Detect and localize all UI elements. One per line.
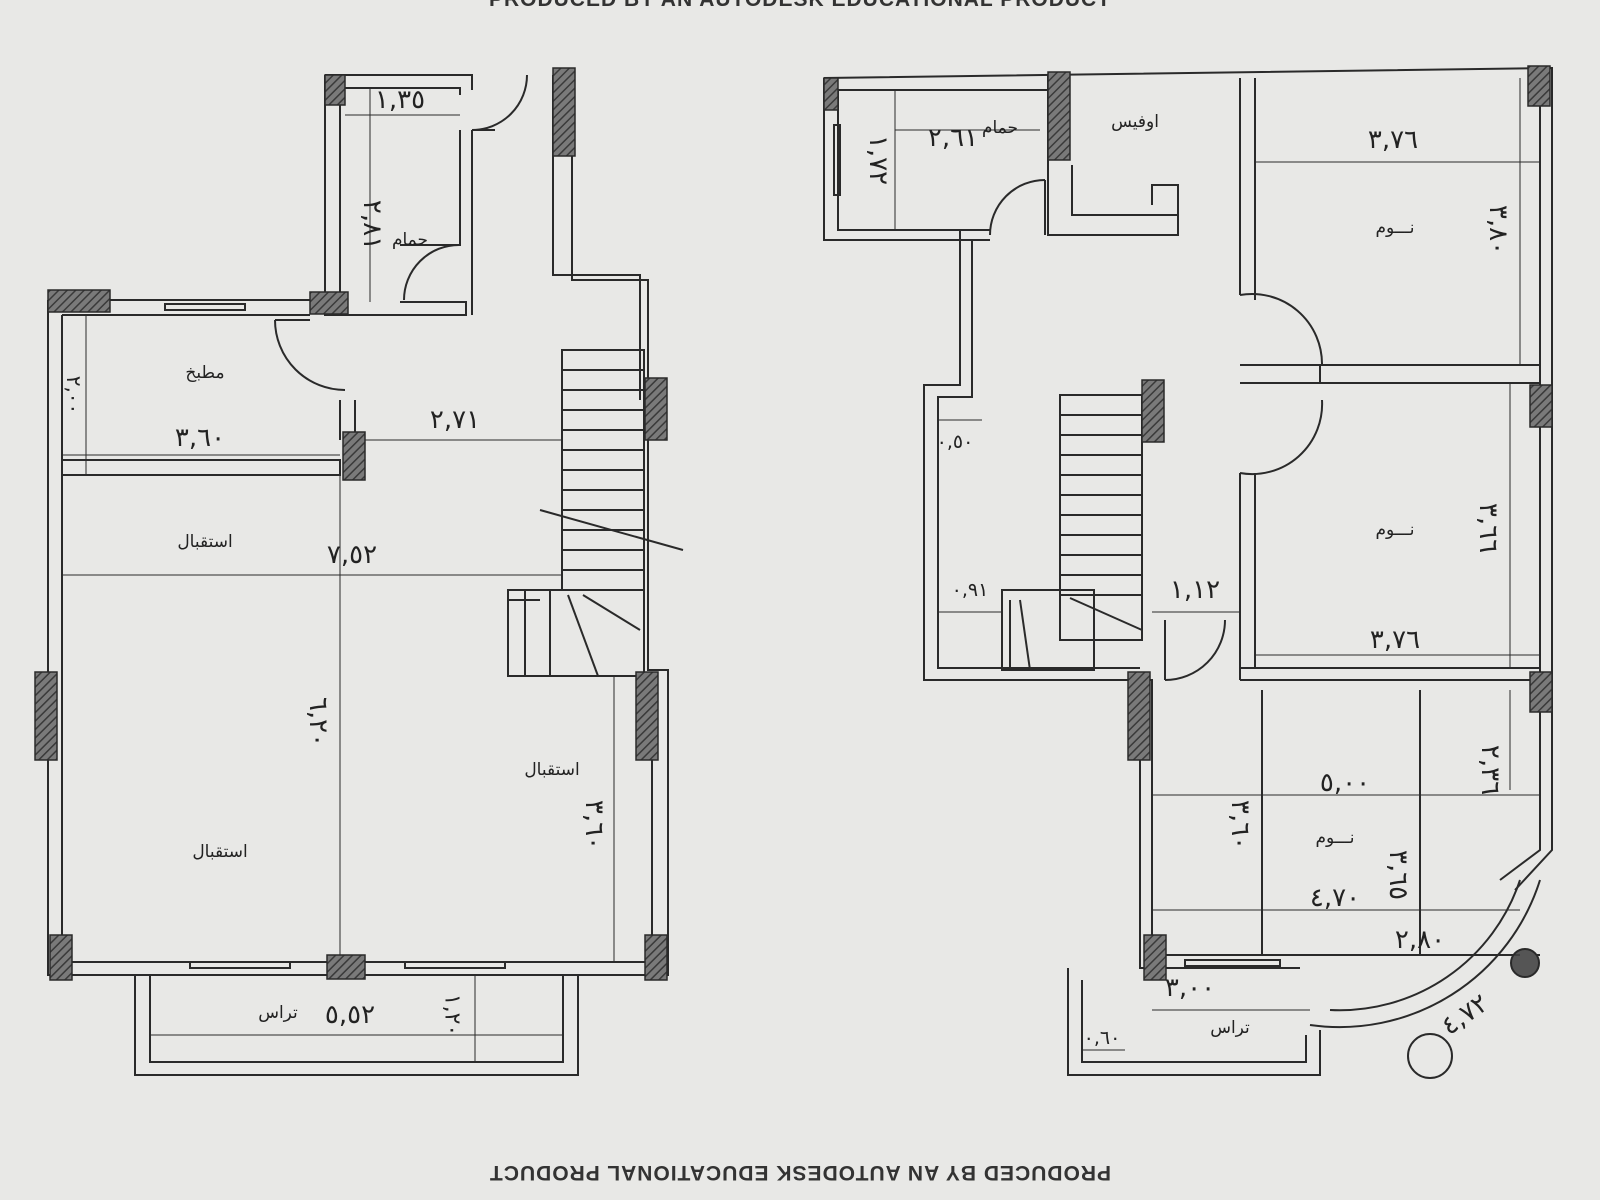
autodesk-banner-top: PRODUCED BY AN AUTODESK EDUCATIONAL PROD… xyxy=(0,0,1600,12)
upper-terrace xyxy=(1067,968,1321,1076)
upper-bath-door xyxy=(989,179,1046,236)
bedroom3-door xyxy=(1164,619,1226,681)
bedroom-1-depth-dim: ٣,٨٠ xyxy=(1483,204,1513,256)
bedroom-2-width-dim: ٣,٧٦ xyxy=(1369,625,1421,655)
bedroom-3-dim-a: ٢,٣٦ xyxy=(1475,744,1505,796)
kitchen-width-dim: ٣,٦٠ xyxy=(174,423,226,453)
upper-bath-width-dim: ٢,٦١ xyxy=(927,123,979,153)
reception-upper-label: استقبال xyxy=(177,532,233,552)
ground-bath-door xyxy=(403,244,460,301)
bedroom-2-depth-dim: ٣,٦٦ xyxy=(1473,502,1503,554)
ground-bath-label: حمام xyxy=(391,230,429,250)
bedroom-1-label: نـــوم xyxy=(1375,218,1415,238)
ground-bath-depth-dim: ٢,٨١ xyxy=(357,199,387,251)
corridor-dim-b: ٠,٩١ xyxy=(951,579,989,601)
ground-terrace-depth-dim: ١,٢٠ xyxy=(439,993,465,1037)
upper-terrace-label: تراس xyxy=(1210,1018,1250,1038)
upper-bath-wall xyxy=(837,90,990,231)
corridor-dim-c: ١,١٢ xyxy=(1169,575,1221,605)
bedroom-1-width-dim: ٣,٧٦ xyxy=(1367,125,1419,155)
bedroom-3-dim-d: ٢,٨٠ xyxy=(1394,925,1446,955)
upper-terrace-depth-dim: ٠,٦٠ xyxy=(1083,1027,1121,1049)
ground-floor-plan xyxy=(47,74,684,1076)
upper-floor-dimension-lines xyxy=(894,78,1540,1051)
bay-window-curve xyxy=(1309,879,1541,1029)
bedroom-2-label: نـــوم xyxy=(1375,520,1415,540)
ground-terrace-label: تراس xyxy=(258,1003,298,1023)
corridor-dim-a: ٠,٥٠ xyxy=(936,431,974,453)
bedroom1-door xyxy=(1239,292,1324,366)
upper-terrace-width-dim: ٣,٠٠ xyxy=(1164,973,1216,1003)
kitchen-label: مطبخ xyxy=(185,363,225,383)
reception-right-label: استقبال xyxy=(524,760,580,780)
ground-stairs xyxy=(507,349,684,677)
hall-width-dim: ٢,٧١ xyxy=(429,405,481,435)
entrance-door xyxy=(471,74,528,131)
ground-floor-inner-wall xyxy=(61,315,653,963)
ground-terrace xyxy=(134,975,579,1076)
upper-stairs xyxy=(1001,394,1143,671)
upper-floor-outer-wall xyxy=(823,66,1553,891)
bedroom2-door xyxy=(1239,399,1324,476)
kitchen-door xyxy=(274,319,346,391)
bedroom-3-dim-b: ٣,٦٥ xyxy=(1383,849,1413,901)
ground-floor-columns xyxy=(34,67,668,981)
kitchen-window xyxy=(164,303,246,311)
reception-depth-dim: ٦,٢٠ xyxy=(303,696,333,748)
ground-bath-width-dim: ١,٣٥ xyxy=(374,85,426,115)
office-wall xyxy=(1071,165,1179,216)
reception-lower-label: استقبال xyxy=(192,842,248,862)
upper-floor-columns xyxy=(823,65,1553,981)
office-label: اوفيس xyxy=(1111,112,1159,132)
ground-floor-dimension-lines xyxy=(62,88,615,1062)
kitchen-depth-dim: ٢,٠٠ xyxy=(62,375,86,415)
autodesk-banner-bottom: PRODUCED BY AN AUTODESK EDUCATIONAL PROD… xyxy=(488,1161,1112,1184)
reception-width-dim: ٧,٥٢ xyxy=(326,540,378,570)
reception-right-depth-dim: ٣,٦٠ xyxy=(579,799,609,851)
ground-terrace-width-dim: ٥,٥٢ xyxy=(324,1000,376,1030)
upper-bath-label: حمام xyxy=(981,118,1019,138)
bedroom-3-dim-c: ٤,٧٠ xyxy=(1309,883,1361,913)
bedroom-3-depth-dim: ٣,٦٠ xyxy=(1225,799,1255,851)
ground-bath-wall xyxy=(325,74,473,90)
bedroom-3-label: نـــوم xyxy=(1315,828,1355,848)
upper-bath-depth-dim: ١,٧٢ xyxy=(863,134,893,186)
bedroom-3-width-dim: ٥,٠٠ xyxy=(1319,768,1371,798)
